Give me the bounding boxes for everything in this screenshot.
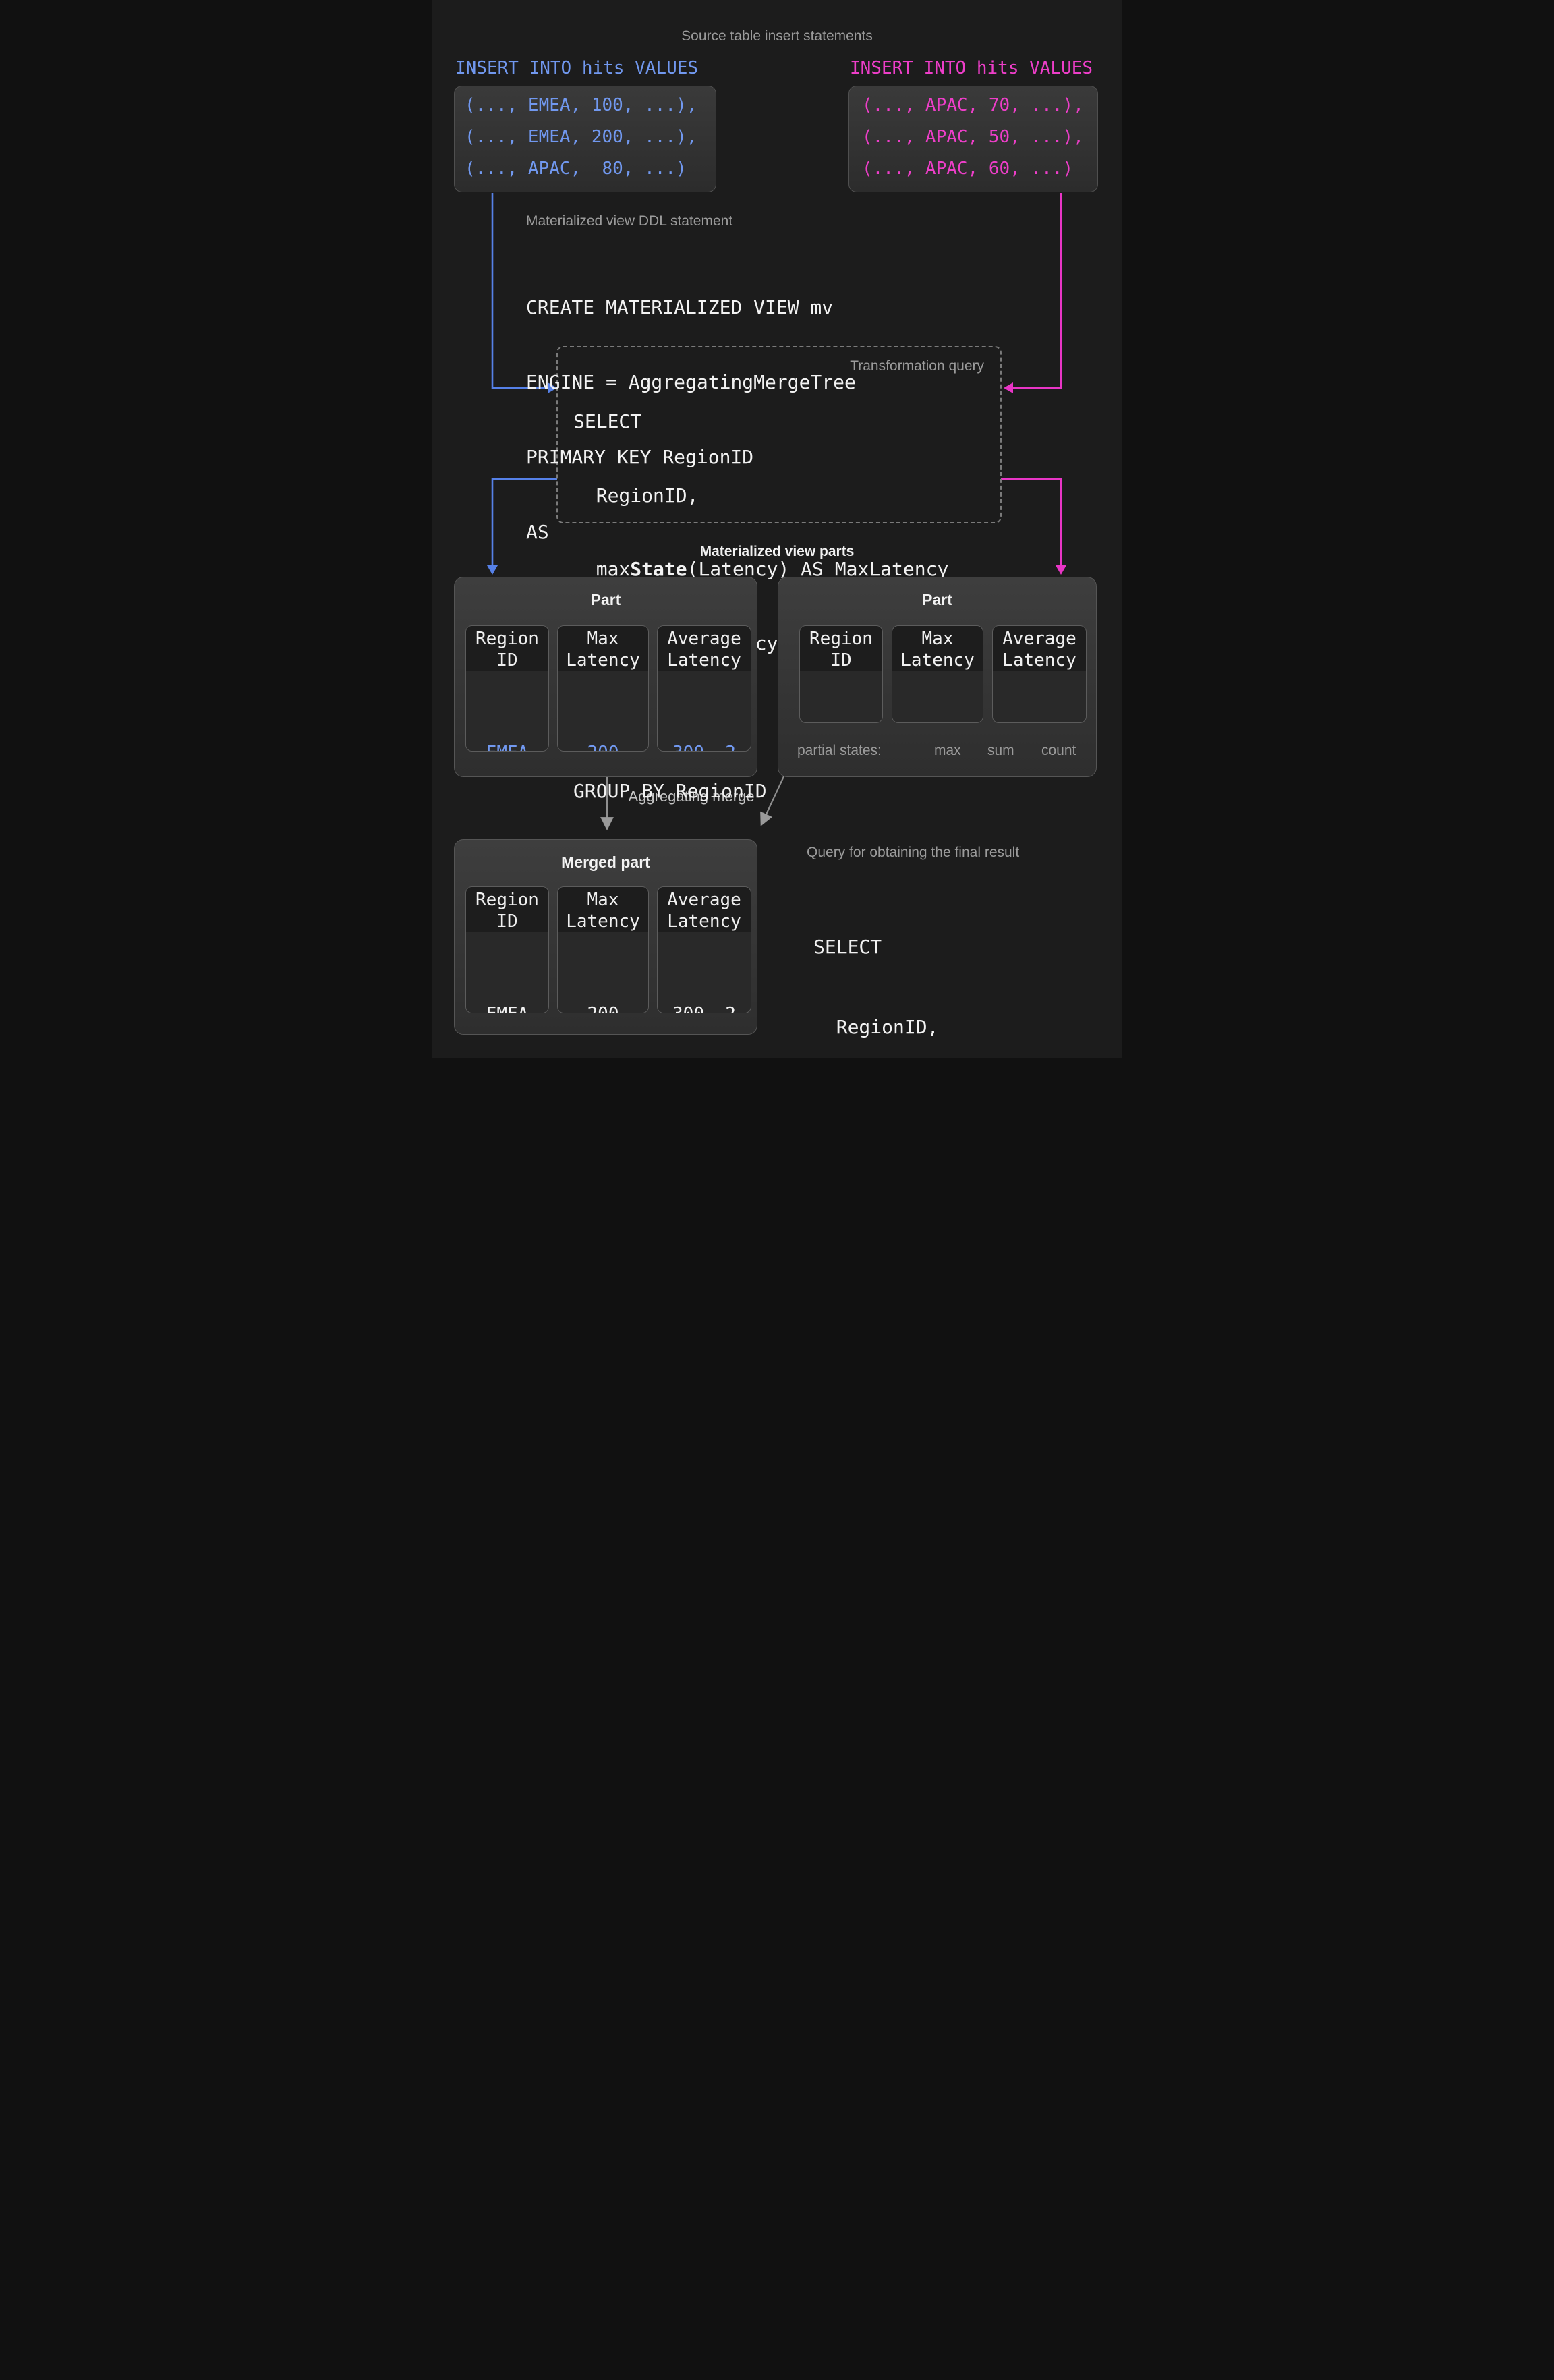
insert-row: (..., EMEA, 100, ...), — [465, 95, 697, 115]
code-line: GROUP BY RegionID — [573, 779, 767, 802]
partial-states-label: partial states: — [797, 743, 882, 758]
partial-state-max: max — [934, 743, 961, 758]
code-line: maxState(Latency) AS MaxLatency — [573, 558, 949, 580]
insert-row: (..., APAC, 50, ...), — [862, 127, 1084, 147]
merged-part-box: Merged part Region ID EMEA APAC Max Late… — [454, 839, 757, 1035]
cell: EMEA — [466, 999, 548, 1013]
column-header: Max Latency — [558, 626, 648, 671]
part-title: Part — [922, 591, 952, 608]
column-header: Region ID — [800, 626, 882, 671]
column-header: Average Latency — [658, 887, 751, 932]
magenta-query-to-part-line — [1001, 478, 1062, 567]
column-average-latency: Average Latency 300, 2 260, 4 — [657, 886, 751, 1013]
part-left-columns: Region ID EMEA APAC Max Latency 200 80 A… — [465, 625, 751, 752]
part-title: Merged part — [561, 853, 650, 871]
code-line: SELECT — [813, 936, 882, 958]
blue-insert-to-query-line — [491, 193, 549, 389]
column-header: Max Latency — [892, 626, 983, 671]
column-values: 300, 2 80, 1 — [658, 671, 751, 751]
part-right-columns: Region ID APAC Max Latency 70 Average La… — [799, 625, 1087, 723]
column-values: 180, 3 — [993, 671, 1086, 722]
diagram-page: Source table insert statements INSERT IN… — [432, 0, 1122, 1058]
column-max-latency: Max Latency 200 80 — [557, 886, 649, 1013]
column-header: Average Latency — [993, 626, 1086, 671]
transformation-query-label: Transformation query — [850, 358, 984, 374]
column-values: 200 80 — [558, 671, 648, 751]
insert-row: (..., APAC, 60, ...) — [862, 159, 1074, 179]
column-values: 300, 2 260, 4 — [658, 932, 751, 1013]
insert-left-header: INSERT INTO hits VALUES — [455, 58, 699, 78]
cell: EMEA — [466, 738, 548, 751]
merge-arrow-right — [760, 774, 785, 826]
column-region-id: Region ID APAC — [799, 625, 883, 723]
blue-arrowhead-down — [487, 565, 498, 575]
magenta-insert-to-query-line — [1013, 193, 1062, 389]
insert-right-box: (..., APAC, 70, ...), (..., APAC, 50, ..… — [848, 86, 1098, 192]
column-values: EMEA APAC — [466, 932, 548, 1013]
code-line: AS — [526, 521, 549, 543]
transformation-query-box: Transformation query — [556, 346, 1002, 523]
column-max-latency: Max Latency 200 80 — [557, 625, 649, 752]
column-average-latency: Average Latency 180, 3 — [992, 625, 1087, 723]
column-values: APAC — [800, 671, 882, 722]
merged-columns: Region ID EMEA APAC Max Latency 200 80 A… — [465, 886, 751, 1013]
cell: 300, 2 — [658, 738, 751, 751]
insert-row: (..., APAC, 70, ...), — [862, 95, 1084, 115]
partial-state-sum: sum — [987, 743, 1014, 758]
column-header: Region ID — [466, 626, 548, 671]
insert-row: (..., EMEA, 200, ...), — [465, 127, 697, 147]
column-header: Max Latency — [558, 887, 648, 932]
column-header: Region ID — [466, 887, 548, 932]
part-title: Part — [590, 591, 621, 608]
column-region-id: Region ID EMEA APAC — [465, 886, 549, 1013]
code-line: CREATE MATERIALIZED VIEW mv — [526, 296, 834, 318]
magenta-arrowhead-down — [1056, 565, 1066, 575]
final-query-code: SELECT RegionID, maxMerge(MaxLatency), a… — [813, 880, 1075, 1058]
insert-right-header: INSERT INTO hits VALUES — [850, 58, 1093, 78]
page-title: Source table insert statements — [681, 28, 873, 44]
column-max-latency: Max Latency 70 — [892, 625, 983, 723]
column-values: 70 — [892, 671, 983, 722]
blue-arrowhead-right — [548, 382, 557, 393]
ddl-label: Materialized view DDL statement — [526, 213, 733, 229]
code-line: RegionID, — [813, 1015, 939, 1038]
code-line: ENGINE = AggregatingMergeTree — [526, 371, 856, 393]
column-values: EMEA APAC — [466, 671, 548, 751]
cell: 200 — [558, 999, 648, 1013]
code-line: RegionID, — [573, 484, 699, 507]
cell: 200 — [558, 738, 648, 751]
part-box-right: Part Region ID APAC Max Latency 70 Avera… — [778, 577, 1097, 777]
magenta-arrowhead-left — [1004, 382, 1013, 393]
column-values: 200 80 — [558, 932, 648, 1013]
insert-left-box: (..., EMEA, 100, ...), (..., EMEA, 200, … — [454, 86, 716, 192]
blue-query-to-part-line — [491, 478, 557, 567]
code-line: SELECT — [573, 410, 642, 432]
column-region-id: Region ID EMEA APAC — [465, 625, 549, 752]
final-query-label: Query for obtaining the final result — [807, 845, 1020, 860]
insert-row: (..., APAC, 80, ...) — [465, 159, 687, 179]
column-average-latency: Average Latency 300, 2 80, 1 — [657, 625, 751, 752]
cell: 300, 2 — [658, 999, 751, 1013]
code-line: PRIMARY KEY RegionID — [526, 446, 754, 468]
aggregating-merge-label: Aggregating merge — [628, 788, 755, 805]
column-header: Average Latency — [658, 626, 751, 671]
part-box-left: Part Region ID EMEA APAC Max Latency 200… — [454, 577, 757, 777]
ddl-code: CREATE MATERIALIZED VIEW mv ENGINE = Agg… — [526, 245, 856, 594]
partial-state-count: count — [1041, 743, 1076, 758]
materialized-view-parts-label: Materialized view parts — [699, 544, 855, 559]
